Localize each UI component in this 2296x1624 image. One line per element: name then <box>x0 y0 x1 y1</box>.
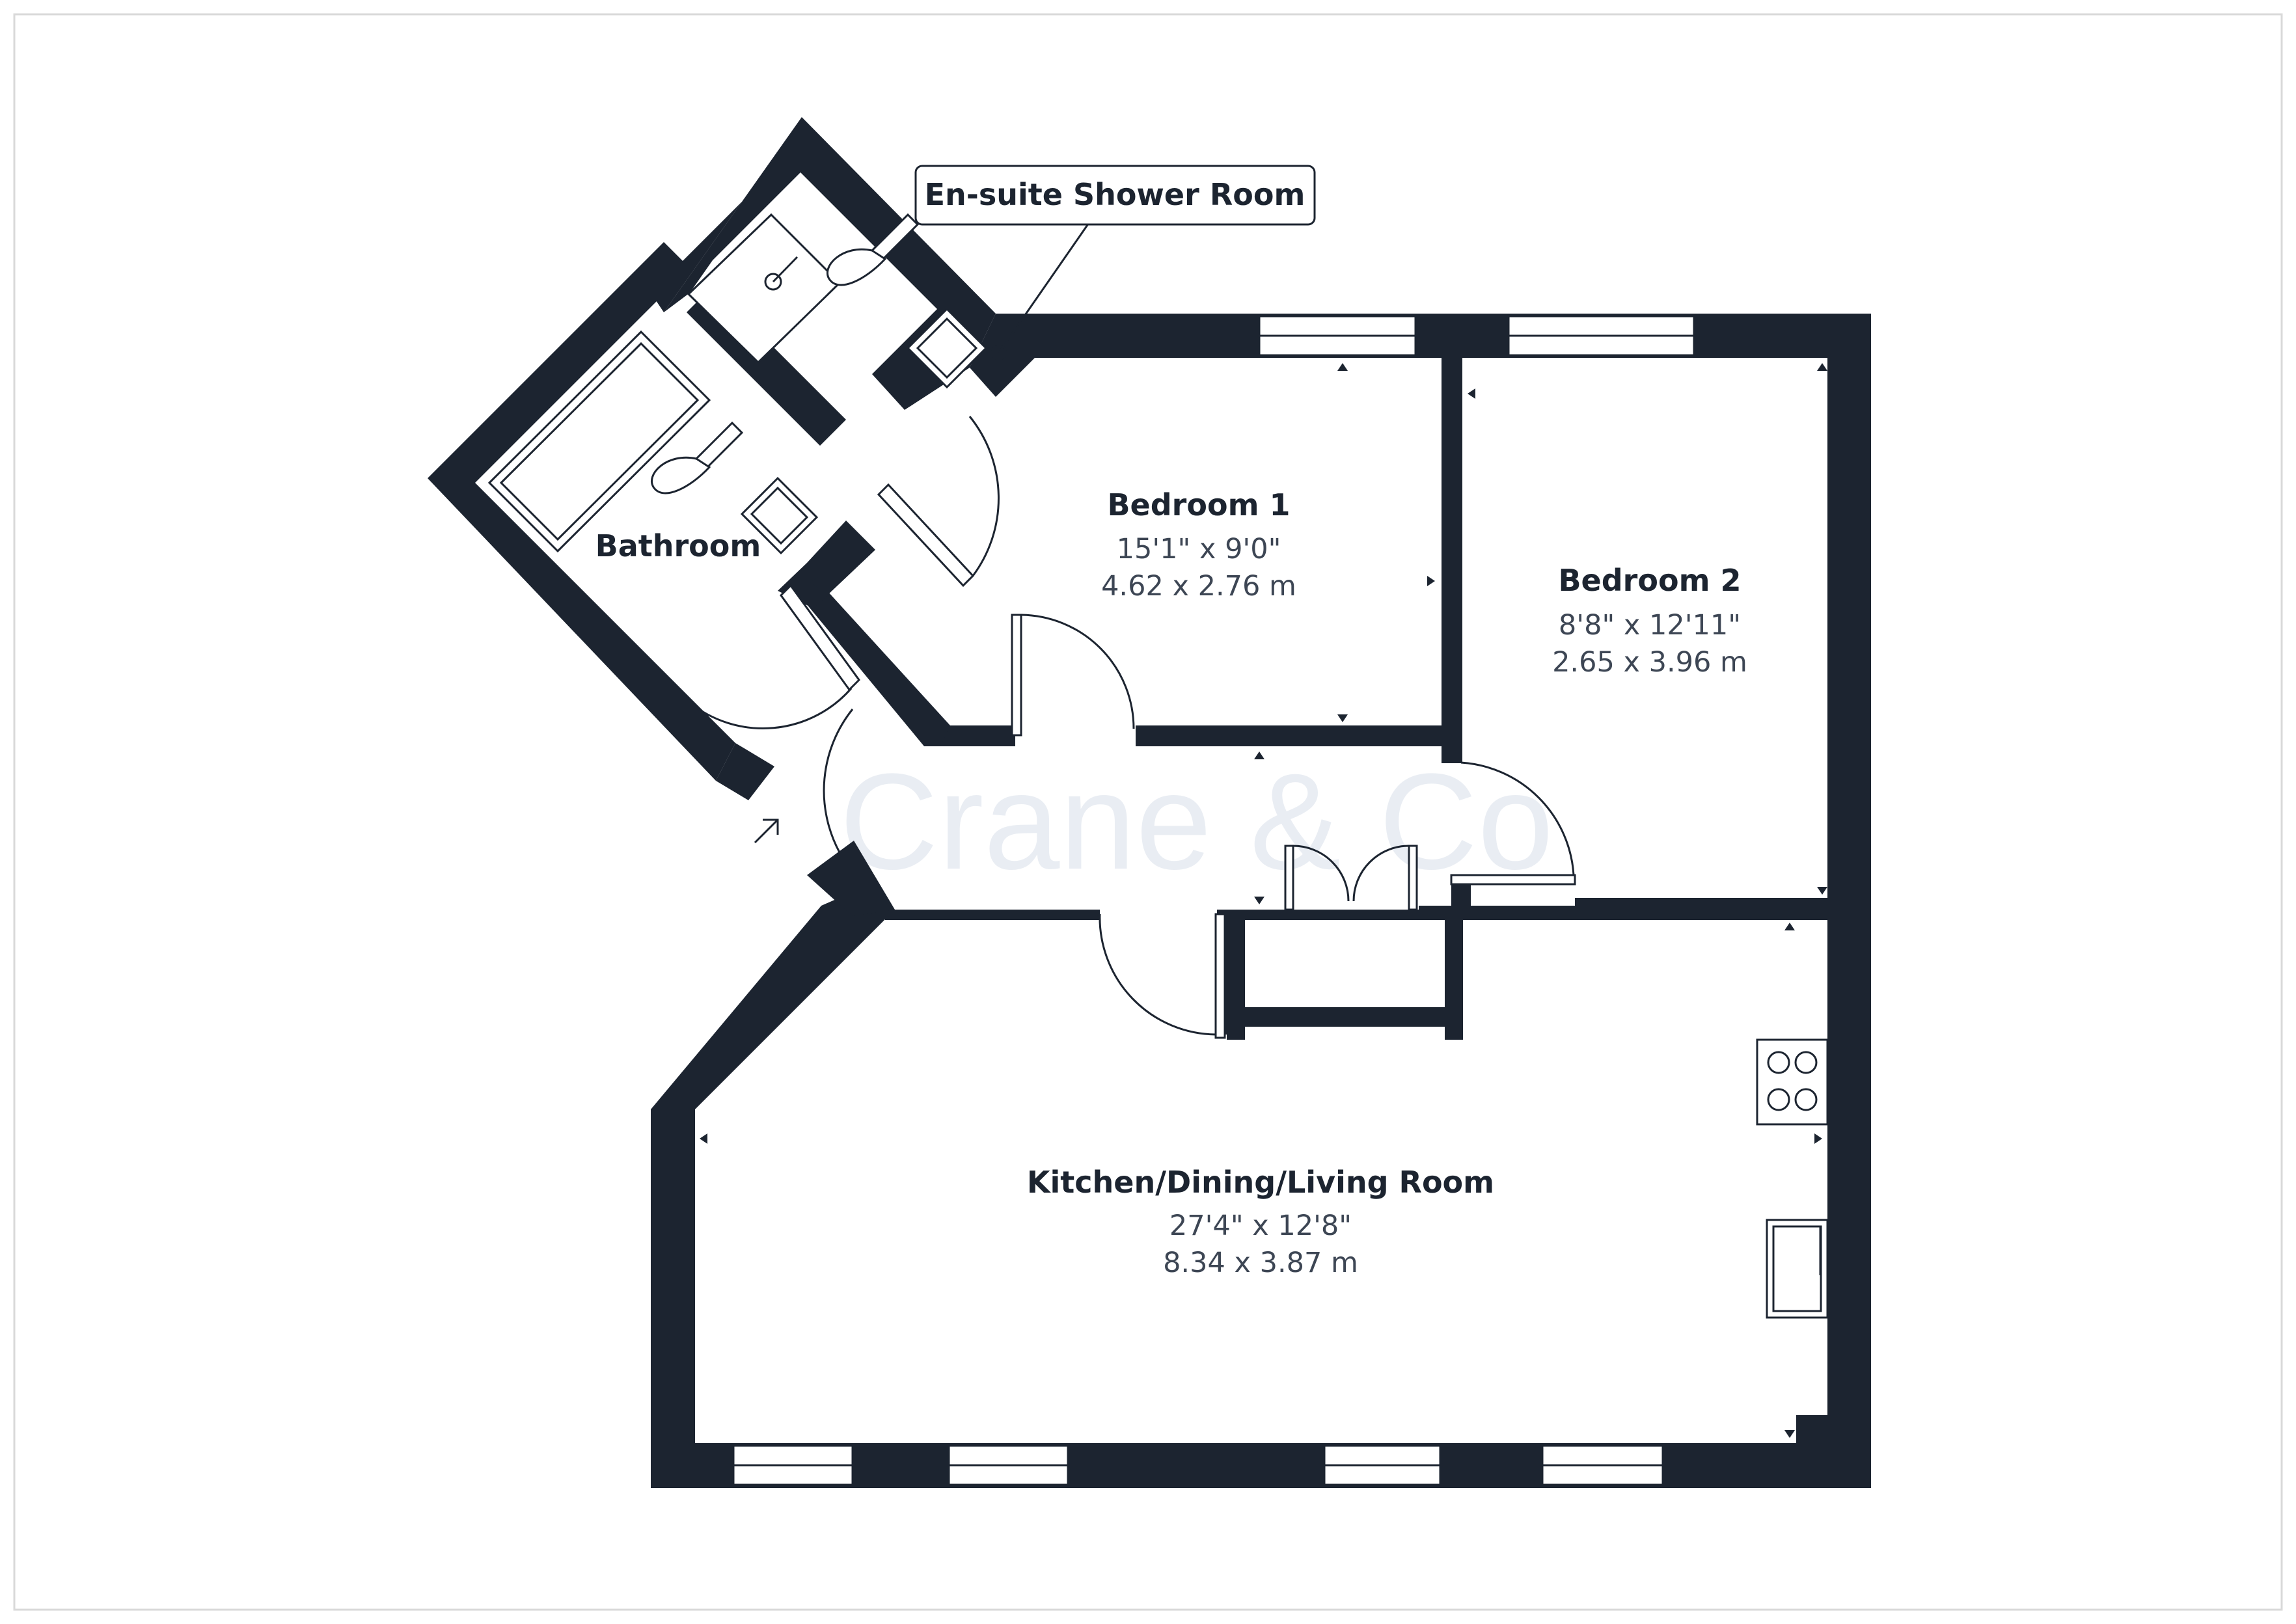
basin-icon <box>906 307 988 389</box>
wall-corridor-bottom-a <box>885 910 1100 920</box>
wall-ensuite-outer <box>664 117 996 410</box>
wall-bedroom1-bottom-b <box>1136 725 1455 746</box>
ensuite-callout: En-suite Shower Room <box>914 165 1316 353</box>
bedroom-1-imperial: 15'1" x 9'0" <box>1117 533 1281 565</box>
kitchen-metric: 8.34 x 3.87 m <box>1163 1247 1358 1279</box>
wall-bottom <box>651 1443 1871 1488</box>
door-cupboard-right-swing <box>1352 845 1410 902</box>
wall-bedroom2-bottom-stub <box>1451 884 1471 919</box>
wall-bedroom2-bottom <box>1575 898 1835 920</box>
wall-top-bedrooms <box>996 314 1871 358</box>
fixtures <box>487 213 1829 1319</box>
wall-kitchen-diagonal <box>651 891 895 1109</box>
door-kitchen-swing <box>1099 914 1216 1036</box>
door-ensuite-swing <box>968 416 1000 576</box>
door-cupboard-left-leaf <box>1284 845 1294 911</box>
door-bedroom2-leaf <box>1450 874 1576 886</box>
room-label-bedroom-1: Bedroom 1 15'1" x 9'0" 4.62 x 2.76 m <box>1101 487 1296 602</box>
sink-icon <box>1766 1219 1829 1319</box>
toilet-bathroom-icon <box>651 421 744 494</box>
hob-icon <box>1756 1038 1829 1126</box>
door-ensuite-leaf <box>877 483 975 588</box>
room-label-bathroom: Bathroom <box>595 528 761 563</box>
bedroom-1-metric: 4.62 x 2.76 m <box>1101 570 1296 602</box>
bedroom-2-name: Bedroom 2 <box>1558 563 1741 598</box>
wall-bottom-step <box>1796 1415 1835 1454</box>
kitchen-imperial: 27'4" x 12'8" <box>1169 1210 1352 1242</box>
wall-bedroom1-diagonal <box>794 576 950 746</box>
wall-bathroom-inner <box>778 521 875 608</box>
wall-left-kitchen <box>651 1109 695 1488</box>
door-bathroom-swing <box>689 688 853 729</box>
callout-leader <box>998 221 1091 353</box>
windows <box>732 315 1695 1486</box>
wall-bedroom1-bottom-a <box>940 725 1015 746</box>
door-bedroom1-leaf <box>1011 614 1022 737</box>
wall-bedroom-divider-end <box>1442 745 1462 763</box>
door-bedroom2-swing <box>1460 761 1575 876</box>
door-entrance-swing <box>823 709 854 853</box>
door-kitchen-leaf <box>1214 913 1226 1039</box>
bedroom-1-name: Bedroom 1 <box>1107 487 1290 522</box>
toilet-icon <box>827 213 920 286</box>
page-border <box>13 13 2283 1611</box>
door-bedroom1-swing <box>1020 614 1135 729</box>
wall-bathroom-bottom-corner <box>716 743 774 800</box>
door-bathroom-leaf <box>780 584 860 692</box>
wall-ensuite-top <box>651 117 802 312</box>
walls <box>428 117 1871 1488</box>
kitchen-name: Kitchen/Dining/Living Room <box>1027 1165 1494 1200</box>
bedroom-2-imperial: 8'8" x 12'11" <box>1559 609 1741 642</box>
basin-bathroom-icon <box>740 476 819 555</box>
bath-icon <box>487 330 711 553</box>
wall-bedroom-divider <box>1442 314 1462 763</box>
entrance-arrow-icon <box>754 819 779 844</box>
bathroom-name: Bathroom <box>595 528 761 563</box>
dimension-ticks <box>700 363 1827 1438</box>
doors <box>689 416 1576 1039</box>
door-cupboard-right-leaf <box>1408 845 1418 911</box>
wall-entrance-corner <box>807 841 895 916</box>
room-label-kitchen: Kitchen/Dining/Living Room 27'4" x 12'8"… <box>1027 1165 1494 1279</box>
wall-bathroom-outer-left <box>428 242 735 781</box>
bedroom-2-metric: 2.65 x 3.96 m <box>1552 646 1747 679</box>
callout-label: En-suite Shower Room <box>925 177 1305 212</box>
wall-cupboard-bottom <box>1227 1007 1463 1027</box>
watermark: Crane & Co <box>840 745 1553 898</box>
room-label-bedroom-2: Bedroom 2 8'8" x 12'11" 2.65 x 3.96 m <box>1552 563 1747 679</box>
callout-box <box>914 165 1316 226</box>
door-cupboard-left-swing <box>1292 845 1350 902</box>
